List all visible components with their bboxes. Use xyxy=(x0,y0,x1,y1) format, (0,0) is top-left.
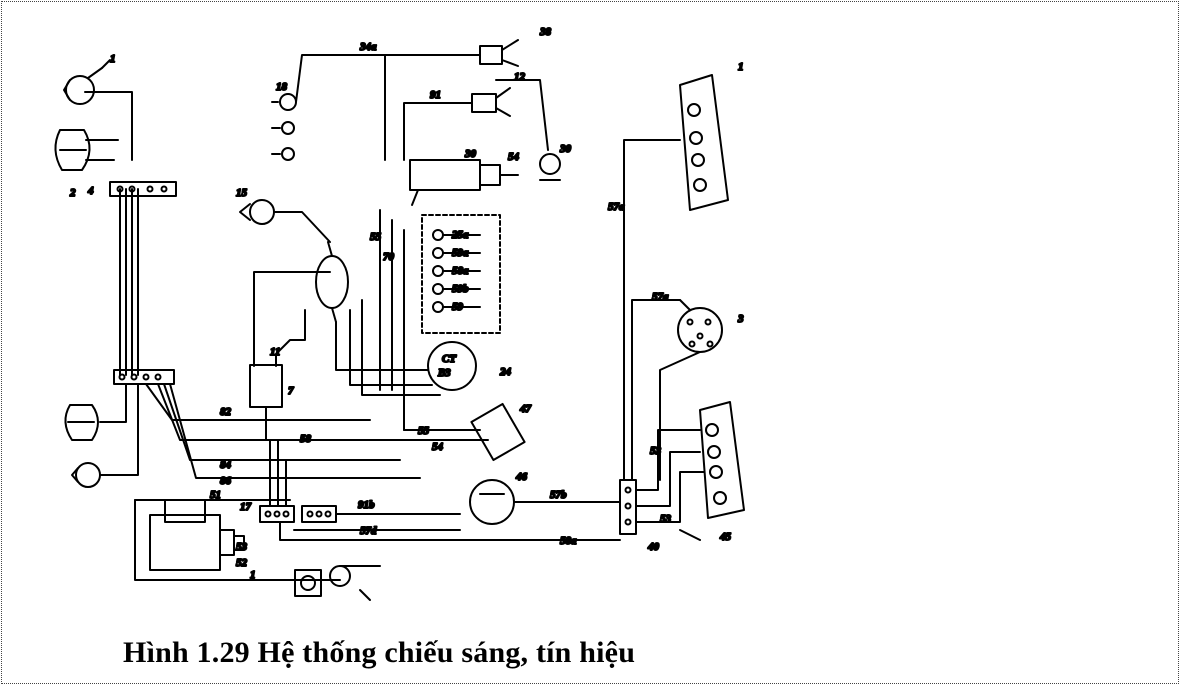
turn-relay xyxy=(470,402,526,462)
svg-text:47: 47 xyxy=(519,403,532,415)
svg-text:46: 46 xyxy=(515,471,528,483)
svg-text:91: 91 xyxy=(430,89,441,101)
svg-text:82: 82 xyxy=(220,406,232,418)
stop-lamp-switch xyxy=(539,153,561,181)
relay xyxy=(249,353,283,441)
fuse-block-b xyxy=(301,505,337,523)
fog-lamp xyxy=(71,462,101,488)
svg-text:45: 45 xyxy=(719,531,732,543)
svg-text:57a: 57a xyxy=(652,291,669,303)
svg-text:1: 1 xyxy=(738,61,744,73)
tail-lamp xyxy=(469,479,515,525)
horn xyxy=(239,199,275,225)
svg-text:15: 15 xyxy=(236,187,248,199)
figure-caption: Hình 1.29 Hệ thống chiếu sáng, tín hiệu xyxy=(123,636,636,669)
svg-text:53: 53 xyxy=(650,445,662,457)
svg-text:7: 7 xyxy=(288,385,294,397)
connector-block-left xyxy=(113,369,175,385)
svg-text:54: 54 xyxy=(508,151,520,163)
svg-text:51: 51 xyxy=(210,489,221,501)
svg-text:86: 86 xyxy=(220,475,232,487)
starter-motor xyxy=(149,499,245,571)
svg-text:34a: 34a xyxy=(359,41,377,53)
fuse-block-a xyxy=(259,505,295,523)
instrument-cluster: CT ВЗ xyxy=(427,341,477,391)
svg-text:ВЗ: ВЗ xyxy=(437,367,451,379)
svg-text:55: 55 xyxy=(370,231,382,243)
rear-lamp-cluster-bottom xyxy=(699,401,745,519)
svg-text:59: 59 xyxy=(452,301,464,313)
trailer-socket xyxy=(677,307,723,353)
plug-switch-mid xyxy=(471,87,511,117)
svg-text:2: 2 xyxy=(69,187,76,199)
svg-text:53: 53 xyxy=(660,513,672,525)
light-switch xyxy=(409,159,519,206)
svg-text:1: 1 xyxy=(250,569,256,581)
plug-switch-top xyxy=(479,39,519,67)
connector-block-top xyxy=(109,181,177,197)
svg-text:30: 30 xyxy=(559,143,572,155)
svg-text:18: 18 xyxy=(276,81,288,93)
switch-panel xyxy=(421,214,501,334)
svg-text:17: 17 xyxy=(240,501,252,513)
svg-text:30: 30 xyxy=(464,148,477,160)
svg-text:58a: 58a xyxy=(452,265,469,277)
flasher-unit xyxy=(315,241,349,323)
svg-text:53: 53 xyxy=(236,541,248,553)
svg-text:54: 54 xyxy=(432,441,444,453)
svg-text:52: 52 xyxy=(236,557,248,569)
svg-text:84: 84 xyxy=(220,459,232,471)
svg-text:38: 38 xyxy=(539,26,552,38)
svg-text:91b: 91b xyxy=(358,499,375,511)
svg-text:11: 11 xyxy=(270,346,280,358)
headlight-top xyxy=(63,67,103,105)
rear-lamp-cluster-top xyxy=(679,74,729,211)
top-switch-18 xyxy=(271,93,297,161)
ground-switch xyxy=(294,565,381,601)
wiring-diagram: 82 84 86 58 51 1 91b 57d 58a 53 xyxy=(40,10,780,620)
svg-text:3: 3 xyxy=(737,313,744,325)
svg-text:40: 40 xyxy=(647,541,660,553)
svg-text:58: 58 xyxy=(300,433,312,445)
svg-text:57d: 57d xyxy=(360,525,377,537)
headlight-left-lower xyxy=(64,404,99,441)
svg-text:59b: 59b xyxy=(452,283,469,295)
svg-text:25a: 25a xyxy=(451,229,469,241)
svg-text:58a: 58a xyxy=(560,535,577,547)
connector-block-right xyxy=(619,479,637,535)
svg-text:12: 12 xyxy=(514,71,526,83)
svg-text:59a: 59a xyxy=(452,247,469,259)
svg-text:1: 1 xyxy=(110,53,116,65)
svg-text:24: 24 xyxy=(499,366,512,378)
svg-text:55: 55 xyxy=(418,425,430,437)
svg-text:57a: 57a xyxy=(608,201,625,213)
svg-text:CT: CT xyxy=(442,353,457,365)
svg-text:4: 4 xyxy=(87,185,94,197)
svg-text:57b: 57b xyxy=(550,489,567,501)
headlight-left-upper xyxy=(54,129,91,171)
svg-text:70: 70 xyxy=(383,251,395,263)
